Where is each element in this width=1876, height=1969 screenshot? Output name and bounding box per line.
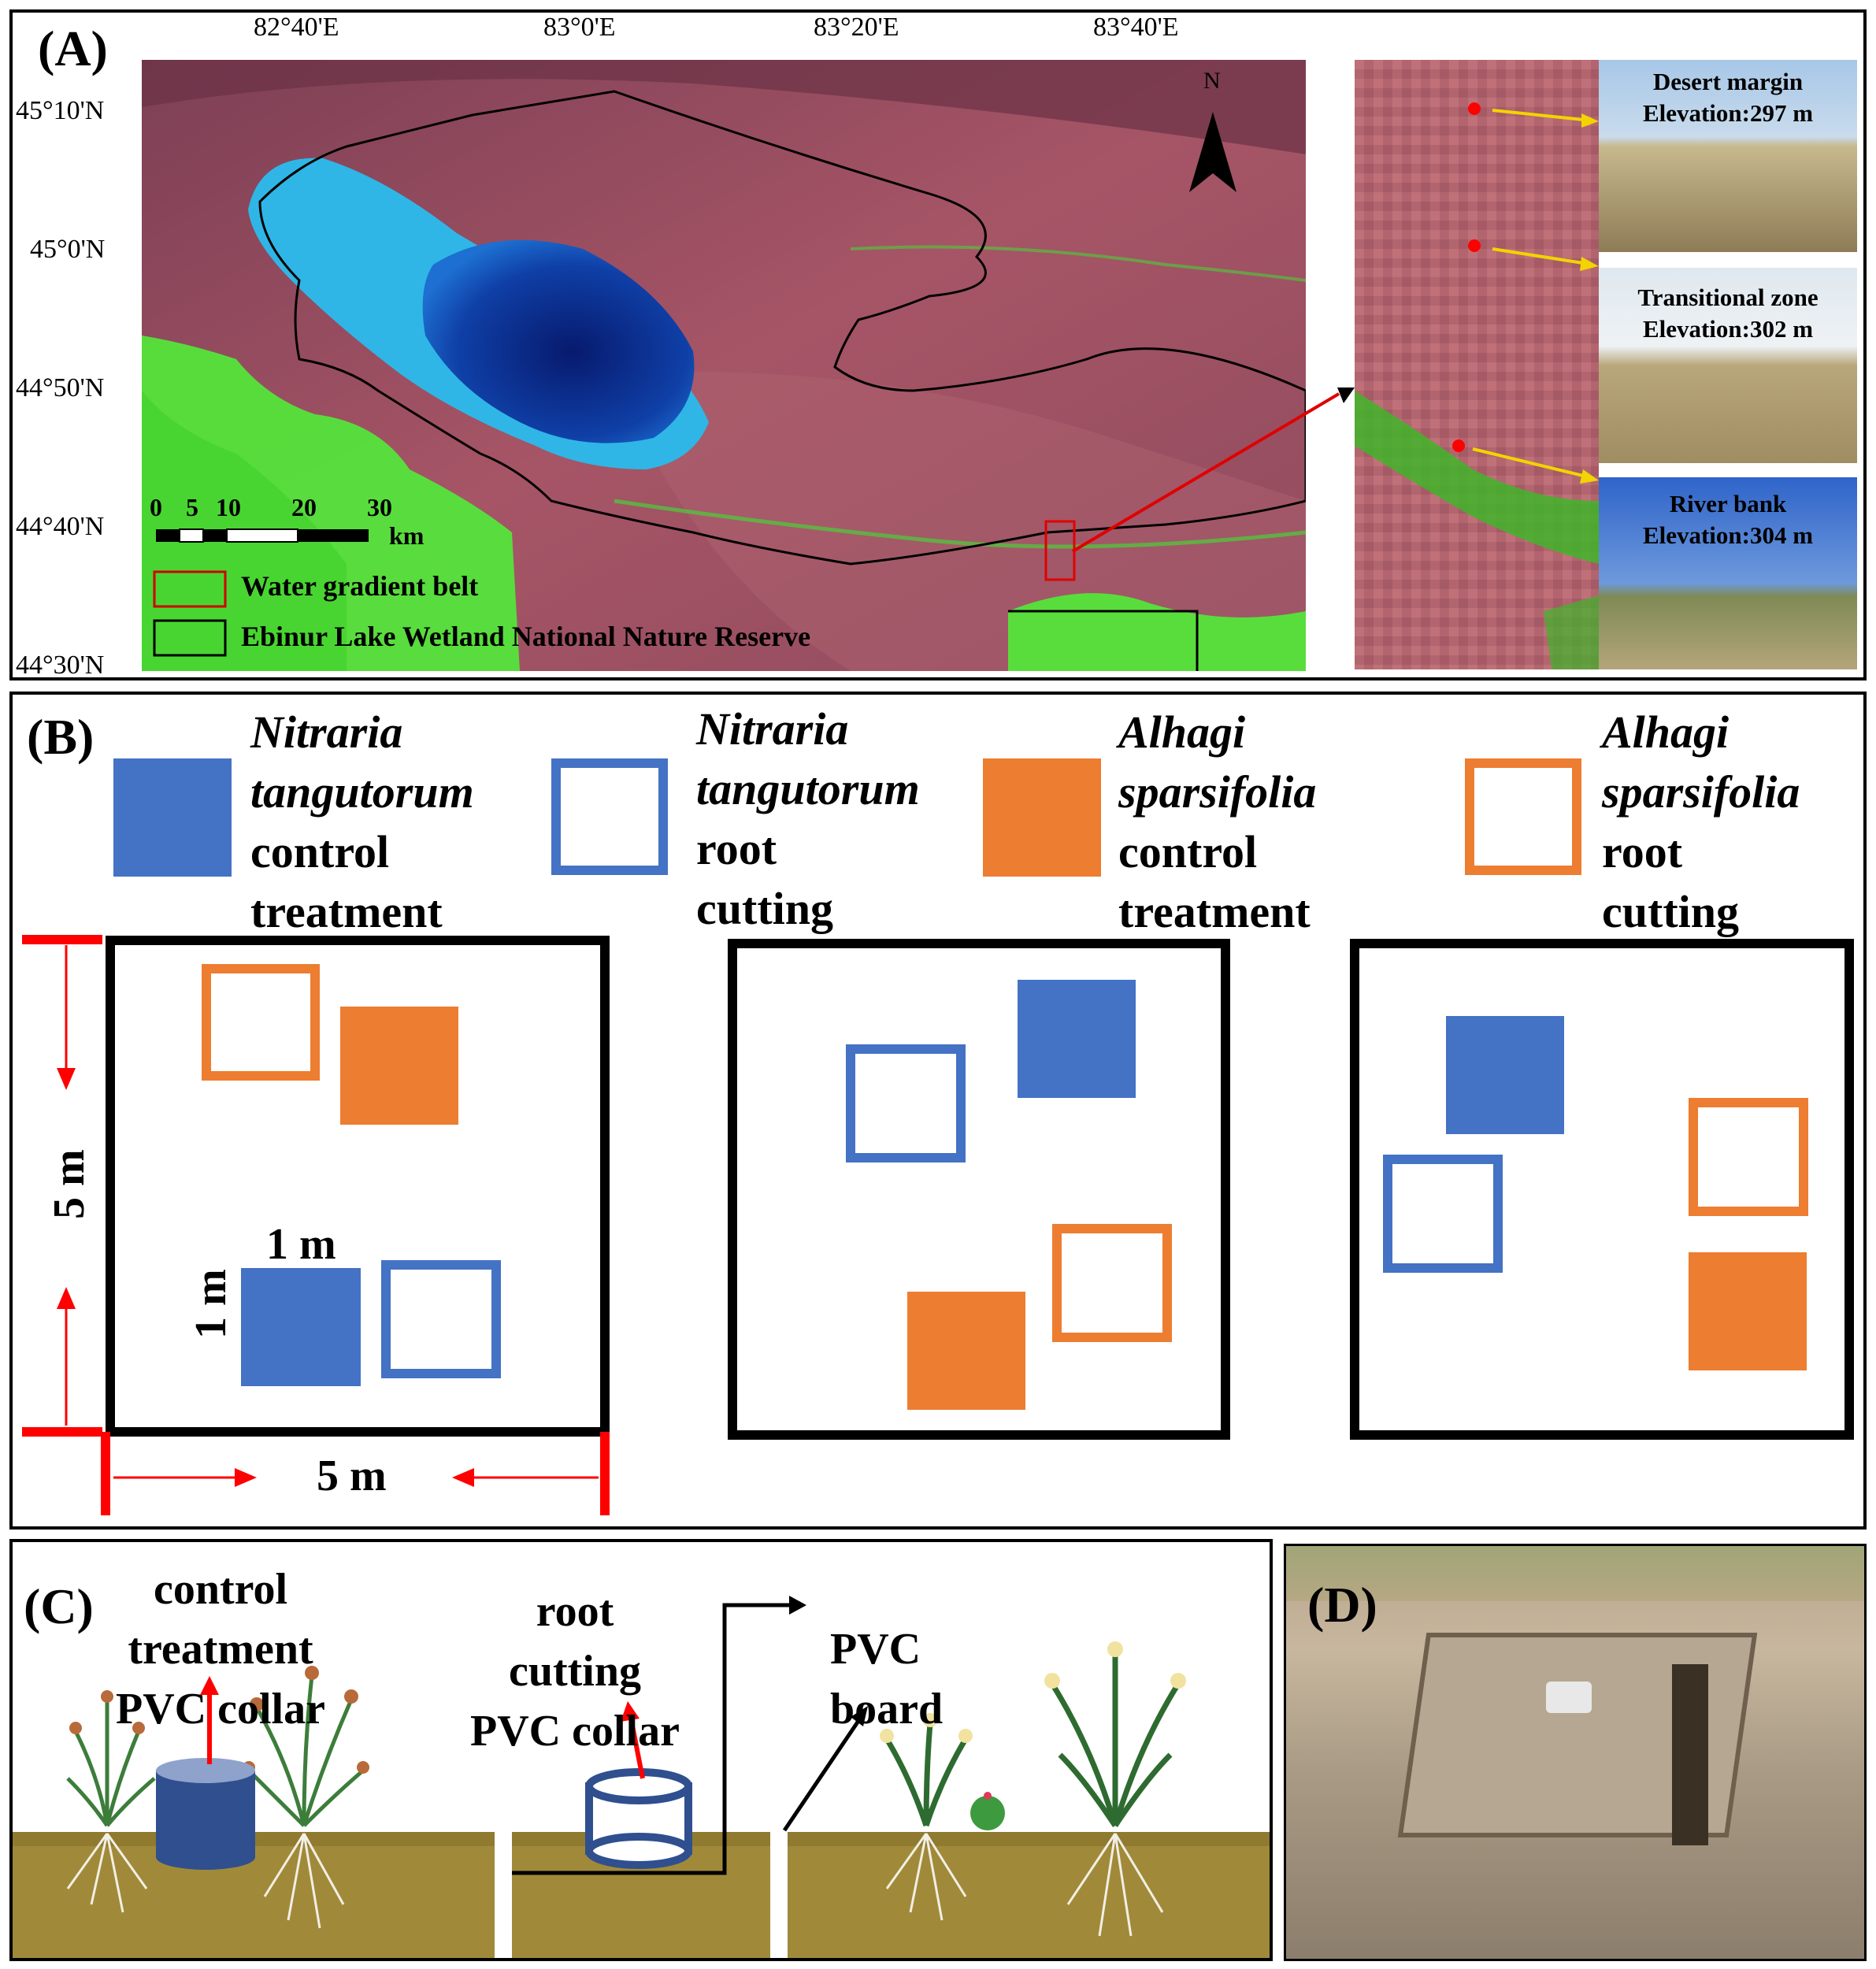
legend-text-alhagi-rootcut: Alhagi sparsifolia root cutting — [1602, 706, 1800, 937]
inset-connectors — [1071, 109, 1599, 553]
lon-label-1: 82°40'E — [254, 13, 339, 42]
north-arrow-icon — [1189, 112, 1236, 192]
vegetation-east — [1008, 593, 1306, 671]
plot-3 — [1350, 939, 1854, 1440]
scale-tick-30: 30 — [367, 493, 392, 521]
pvc-board-label: PVC board — [830, 1625, 944, 1734]
scale-tick-10: 10 — [216, 493, 241, 521]
legend-swatch-alhagi-rootcut — [1465, 758, 1581, 875]
legend-belt-label: Water gradient belt — [241, 570, 479, 602]
site-photo-desert: Desert margin Elevation:297 m — [1599, 60, 1857, 252]
zoom-inset — [1355, 60, 1599, 669]
legend-swatch-nitraria-control — [113, 758, 232, 877]
dimension-arrows — [22, 935, 610, 1515]
legend-reserve-label: Ebinur Lake Wetland National Nature Rese… — [241, 621, 811, 652]
subplot-nitraria-rootcut-3 — [1383, 1155, 1503, 1273]
north-label: N — [1203, 68, 1221, 94]
subplot-alhagi-rootcut-2 — [1052, 1224, 1172, 1342]
site-elevation-transitional: Elevation:302 m — [1642, 315, 1814, 343]
lake-deep — [422, 239, 695, 443]
trench-shadow — [1672, 1664, 1708, 1845]
lat-label-5: 44°30'N — [16, 651, 105, 680]
legend-swatch-alhagi-control — [983, 758, 1101, 877]
panel-d-label: (D) — [1307, 1577, 1377, 1633]
site-photo-riverbank: River bank Elevation:304 m — [1599, 477, 1857, 669]
plot-1 — [106, 936, 610, 1437]
root-cutting-schematic — [13, 1596, 1270, 1958]
site-name-transitional: Transitional zone — [1637, 284, 1819, 311]
lon-label-3: 83°20'E — [814, 13, 899, 42]
subplot-alhagi-control-3 — [1689, 1252, 1807, 1370]
subplot-nitraria-control-1 — [241, 1268, 361, 1386]
control-collar-label: control treatment PVC collar — [116, 1565, 325, 1734]
lat-label-1: 45°10'N — [16, 96, 105, 125]
subplot-nitraria-control-2 — [1018, 980, 1136, 1098]
subplot-alhagi-control-1 — [340, 1007, 458, 1125]
legend-text-alhagi-control: Alhagi sparsifolia control treatment — [1118, 706, 1317, 937]
legend-swatch-nitraria-rootcut — [551, 758, 668, 875]
lat-label-3: 44°50'N — [16, 373, 105, 402]
lon-label-2: 83°0'E — [543, 13, 616, 42]
subplot-alhagi-control-2 — [907, 1292, 1025, 1410]
site-name-desert: Desert margin — [1652, 68, 1804, 95]
lat-label-2: 45°0'N — [30, 235, 106, 264]
panel-d-photo — [1284, 1544, 1867, 1961]
vegetation-strip — [1286, 1546, 1864, 1601]
respiration-chamber — [1546, 1682, 1592, 1713]
site-name-riverbank: River bank — [1669, 490, 1787, 517]
subplot-alhagi-rootcut-3 — [1689, 1098, 1808, 1216]
subplot-nitraria-rootcut-1 — [381, 1260, 501, 1378]
panel-c-label: (C) — [24, 1578, 94, 1634]
scale-tick-20: 20 — [291, 493, 317, 521]
site-photo-transitional: Transitional zone Elevation:302 m — [1599, 268, 1857, 463]
scale-unit: km — [389, 521, 425, 550]
satellite-map — [142, 60, 1306, 671]
subplot-alhagi-rootcut-1 — [202, 964, 320, 1081]
lat-label-4: 44°40'N — [16, 512, 105, 541]
legend-text-nitraria-rootcut: Nitraria tangutorum root cutting — [696, 703, 920, 934]
lon-label-4: 83°40'E — [1093, 13, 1179, 42]
root-collar-label: root cutting PVC collar — [470, 1587, 680, 1756]
site-elevation-desert: Elevation:297 m — [1642, 99, 1814, 127]
panel-a-label: (A) — [38, 20, 108, 76]
plot-height-label: 5 m — [45, 1149, 94, 1219]
sub-width-label: 1 m — [266, 1220, 336, 1269]
subplot-nitraria-control-3 — [1446, 1016, 1564, 1134]
legend-text-nitraria-control: Nitraria tangutorum control treatment — [250, 706, 474, 937]
reserve-boundary — [258, 90, 1306, 565]
scale-tick-5: 5 — [186, 493, 198, 521]
plot-width-label: 5 m — [317, 1452, 387, 1500]
scale-tick-0: 0 — [150, 493, 162, 521]
site-elevation-riverbank: Elevation:304 m — [1642, 521, 1814, 549]
subplot-nitraria-rootcut-2 — [846, 1044, 966, 1162]
plot-2 — [728, 939, 1230, 1440]
panel-b-label: (B) — [27, 709, 95, 765]
